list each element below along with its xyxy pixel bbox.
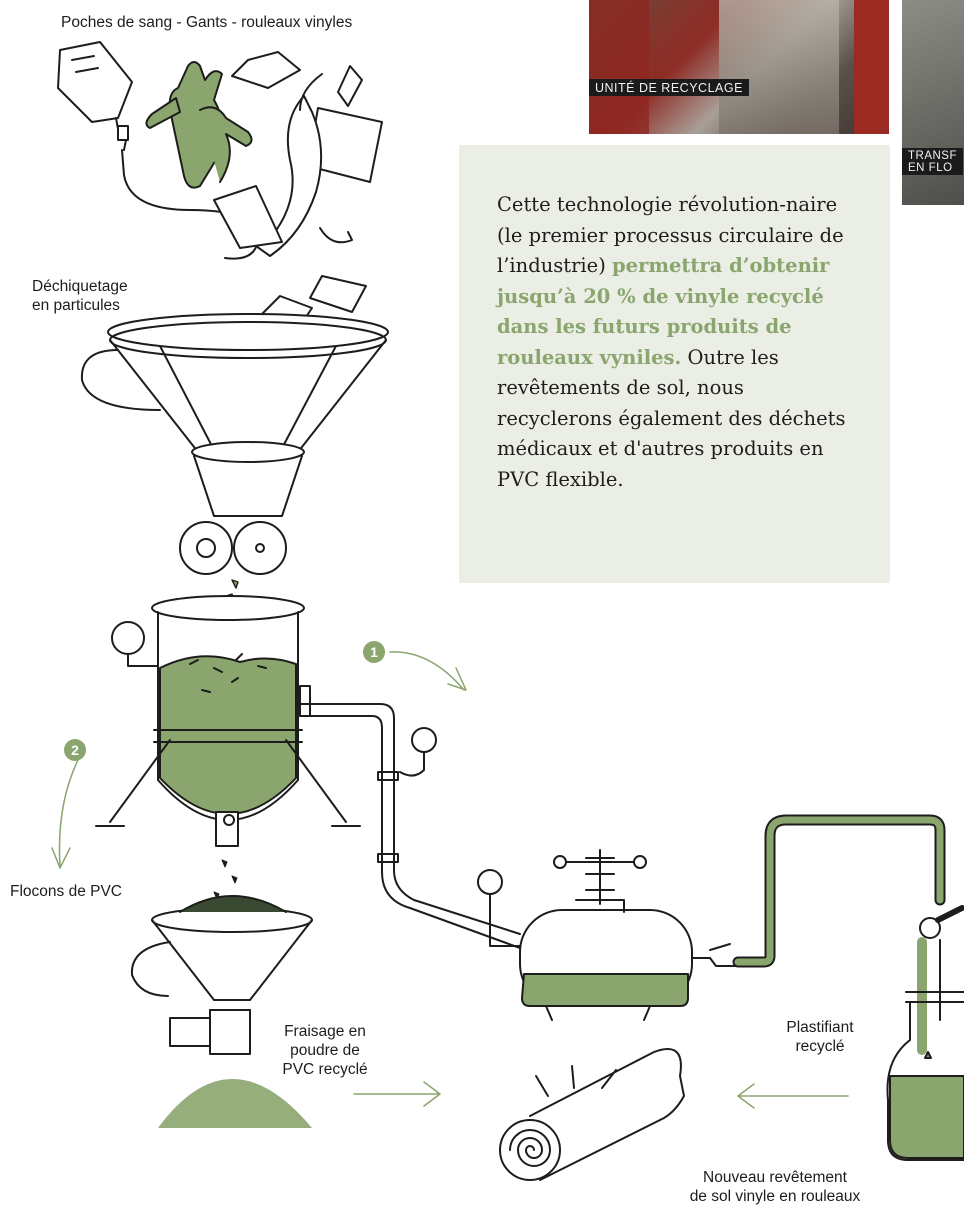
label-new-flooring: Nouveau revêtement de sol vinyle en roul… [689,1169,861,1205]
vinyl-scraps-icon [213,51,383,257]
label-shredding: Déchiquetage en particules [32,278,128,314]
info-panel-text: Cette technologie révolution-naire (le p… [497,190,857,495]
transfer-pipe-icon [299,703,521,949]
label-inputs: Poches de sang - Gants - rouleaux vinyle… [61,14,353,31]
label-pvc-flakes: Flocons de PVC [10,883,122,900]
pvc-powder-icon [158,1079,312,1128]
gloves-icon [145,61,253,189]
panel-text-intro: Cette technologie révolution-naire (le p… [497,193,844,277]
plasticizer-bottle-icon [886,905,964,1161]
shredder-hopper-icon [80,313,389,517]
milling-hopper-icon [130,895,313,1055]
photo-transformation: TRANSF EN FLO [902,0,964,205]
blood-bag-icon [57,41,260,260]
pressure-tank-icon [477,849,741,1021]
photo-caption-transform: TRANSF EN FLO [902,148,963,175]
reactor-vessel-icon [95,595,361,847]
photo-caption-unit: UNITÉ DE RECYCLAGE [589,79,749,96]
label-plasticizer: Plastifiant recyclé [786,1019,854,1055]
shredding-rollers-icon [179,521,287,575]
vinyl-roll-icon [499,1048,685,1181]
label-milling: Fraisage en poudre de PVC recyclé [282,1023,368,1078]
info-panel: Cette technologie révolution-naire (le p… [459,145,890,583]
step-1-badge: 1 [363,641,385,663]
step-2-badge: 2 [64,739,86,761]
flow-arrows [51,651,849,1109]
panel-text-highlight: permettra d’obtenir jusqu’à 20 % de viny… [497,254,830,369]
photo-recycling-unit: UNITÉ DE RECYCLAGE [589,0,889,134]
panel-text-outro: Outre les revêtements de sol, nous recyc… [497,345,846,491]
